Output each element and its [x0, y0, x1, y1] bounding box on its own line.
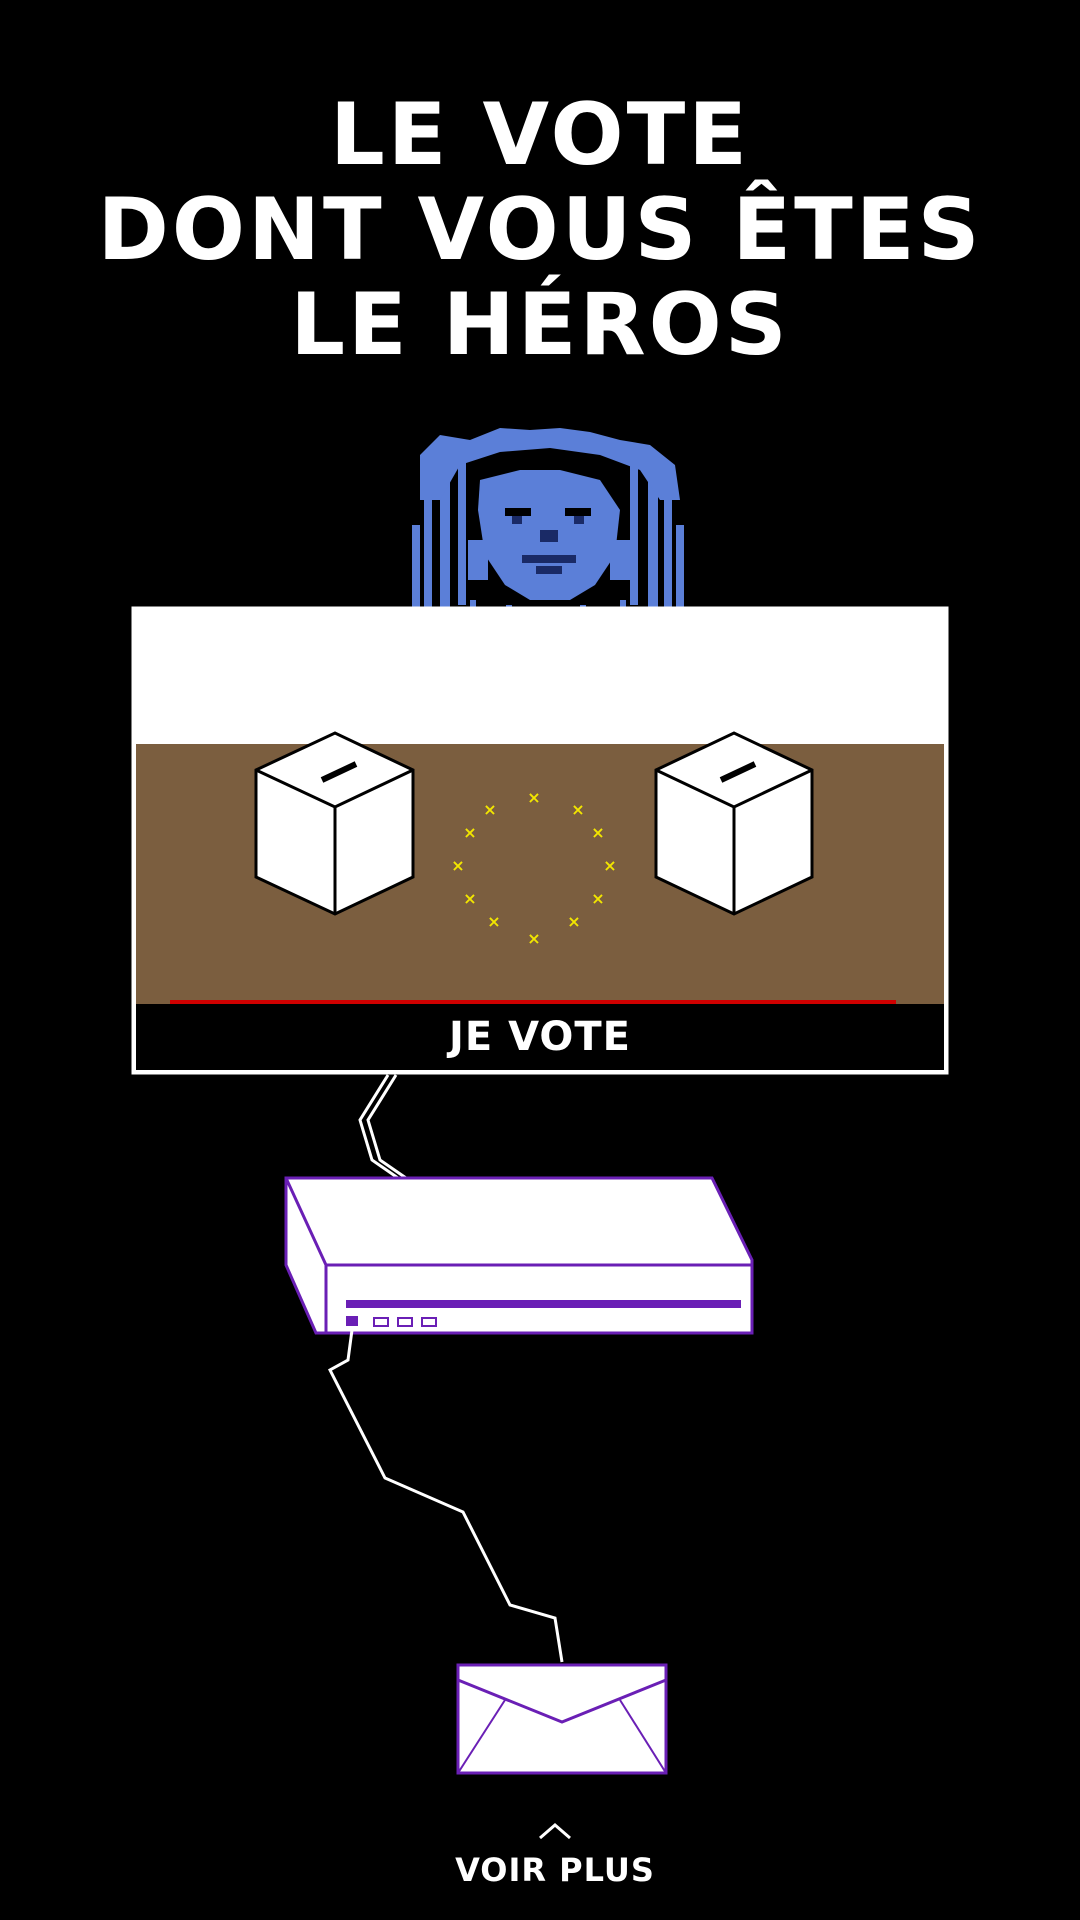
vote-button[interactable]: JE VOTE	[449, 1014, 631, 1060]
svg-text:×: ×	[527, 788, 540, 807]
game-console-icon	[284, 1176, 754, 1335]
svg-text:×: ×	[591, 823, 604, 842]
title-line-2: DONT VOUS ÊTES	[97, 180, 983, 280]
accent-line	[170, 1000, 896, 1004]
blue-lion-head-icon	[412, 428, 684, 635]
svg-text:×: ×	[487, 912, 500, 931]
eu-stars-icon: × × × × × × × × × × × ×	[451, 788, 616, 948]
svg-text:×: ×	[451, 856, 464, 875]
svg-text:×: ×	[571, 800, 584, 819]
svg-text:×: ×	[463, 889, 476, 908]
chevron-up-icon	[539, 1823, 571, 1840]
page-title: LE VOTE DONT VOUS ÊTES LE HÉROS	[0, 88, 1080, 373]
see-more-button[interactable]: VOIR PLUS	[430, 1810, 680, 1906]
svg-text:×: ×	[527, 929, 540, 948]
svg-text:×: ×	[463, 823, 476, 842]
svg-text:×: ×	[567, 912, 580, 931]
envelope-icon	[456, 1663, 668, 1775]
see-more-label: VOIR PLUS	[455, 1851, 655, 1889]
title-line-1: LE VOTE	[329, 85, 751, 185]
svg-text:×: ×	[483, 800, 496, 819]
svg-text:×: ×	[591, 889, 604, 908]
title-line-3: LE HÉROS	[290, 275, 790, 375]
ballot-box-left-icon	[254, 731, 415, 916]
svg-text:×: ×	[603, 856, 616, 875]
ballot-box-right-icon	[654, 731, 814, 916]
